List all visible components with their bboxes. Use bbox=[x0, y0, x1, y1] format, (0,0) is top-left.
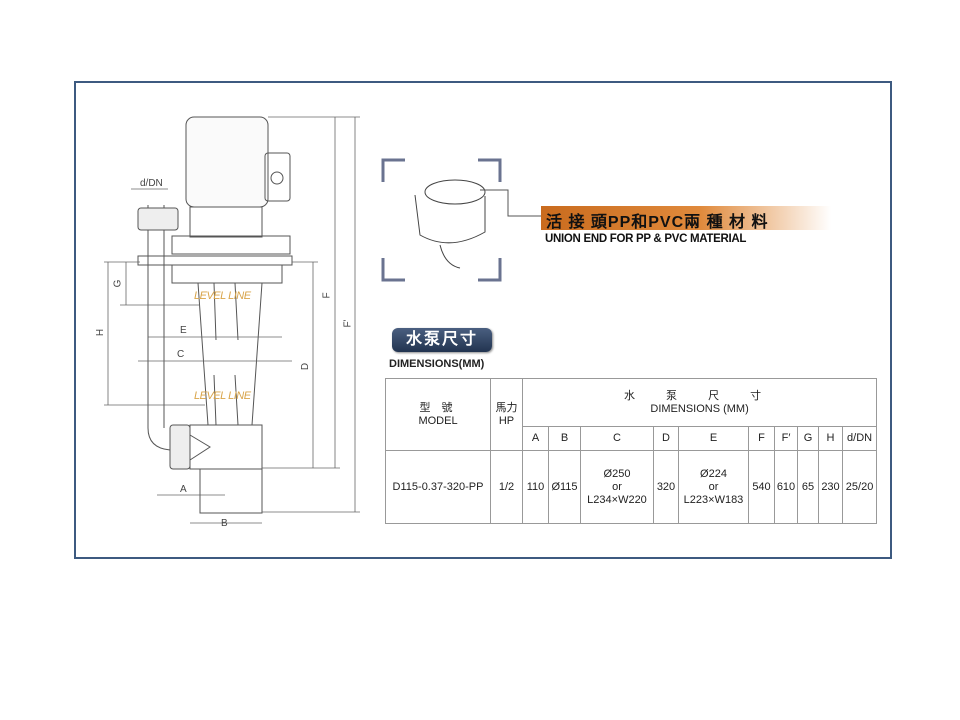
col-header: G bbox=[797, 426, 819, 451]
cell-fprime: 610 bbox=[774, 450, 798, 524]
section-subtitle: DIMENSIONS(MM) bbox=[389, 358, 485, 370]
col-header: H bbox=[818, 426, 843, 451]
dim-label-fprime: F' bbox=[342, 319, 354, 328]
pump-body bbox=[137, 116, 293, 514]
dim-label-a: A bbox=[180, 484, 187, 495]
col-header: B bbox=[548, 426, 581, 451]
cell-ddn: 25/20 bbox=[841, 450, 878, 524]
dim-label-h: H bbox=[95, 328, 107, 337]
col-header: F′ bbox=[774, 426, 798, 451]
dim-label-b: B bbox=[221, 518, 228, 529]
cell-d: 320 bbox=[653, 450, 679, 524]
cell-b: Ø115 bbox=[548, 450, 581, 524]
level-line-upper: LEVEL LINE bbox=[194, 290, 251, 302]
cell-a: 110 bbox=[522, 450, 549, 524]
cell-g: 65 bbox=[797, 450, 819, 524]
section-badge: 水泵尺寸 bbox=[392, 328, 492, 352]
col-header: d/DN bbox=[841, 426, 878, 451]
col-header: A bbox=[522, 426, 549, 451]
col-header: C bbox=[580, 426, 654, 451]
cell-model: D115-0.37-320-PP bbox=[385, 450, 491, 524]
union-illustration bbox=[381, 158, 541, 282]
content-frame bbox=[74, 81, 892, 559]
cell-hp: 1/2 bbox=[490, 450, 523, 524]
dim-label-e: E bbox=[180, 325, 187, 336]
col-header: E bbox=[678, 426, 749, 451]
level-line-lower: LEVEL LINE bbox=[194, 390, 251, 402]
cell-h: 230 bbox=[818, 450, 843, 524]
union-title-cn: 活 接 頭PP和PVC兩 種 材 料 bbox=[546, 214, 769, 231]
col-header: D bbox=[653, 426, 679, 451]
dim-label-f: F bbox=[321, 292, 333, 299]
cell-f: 540 bbox=[748, 450, 775, 524]
union-title-en: UNION END FOR PP & PVC MATERIAL bbox=[545, 233, 747, 245]
dim-label-ddn: d/DN bbox=[140, 178, 163, 189]
dim-label-g: G bbox=[112, 279, 124, 288]
union-title-bar: 活 接 頭PP和PVC兩 種 材 料 bbox=[541, 206, 831, 231]
col-header: F bbox=[748, 426, 775, 451]
dimension-lines bbox=[104, 116, 360, 524]
dim-label-d: D bbox=[300, 362, 312, 371]
dim-label-c: C bbox=[177, 349, 185, 360]
